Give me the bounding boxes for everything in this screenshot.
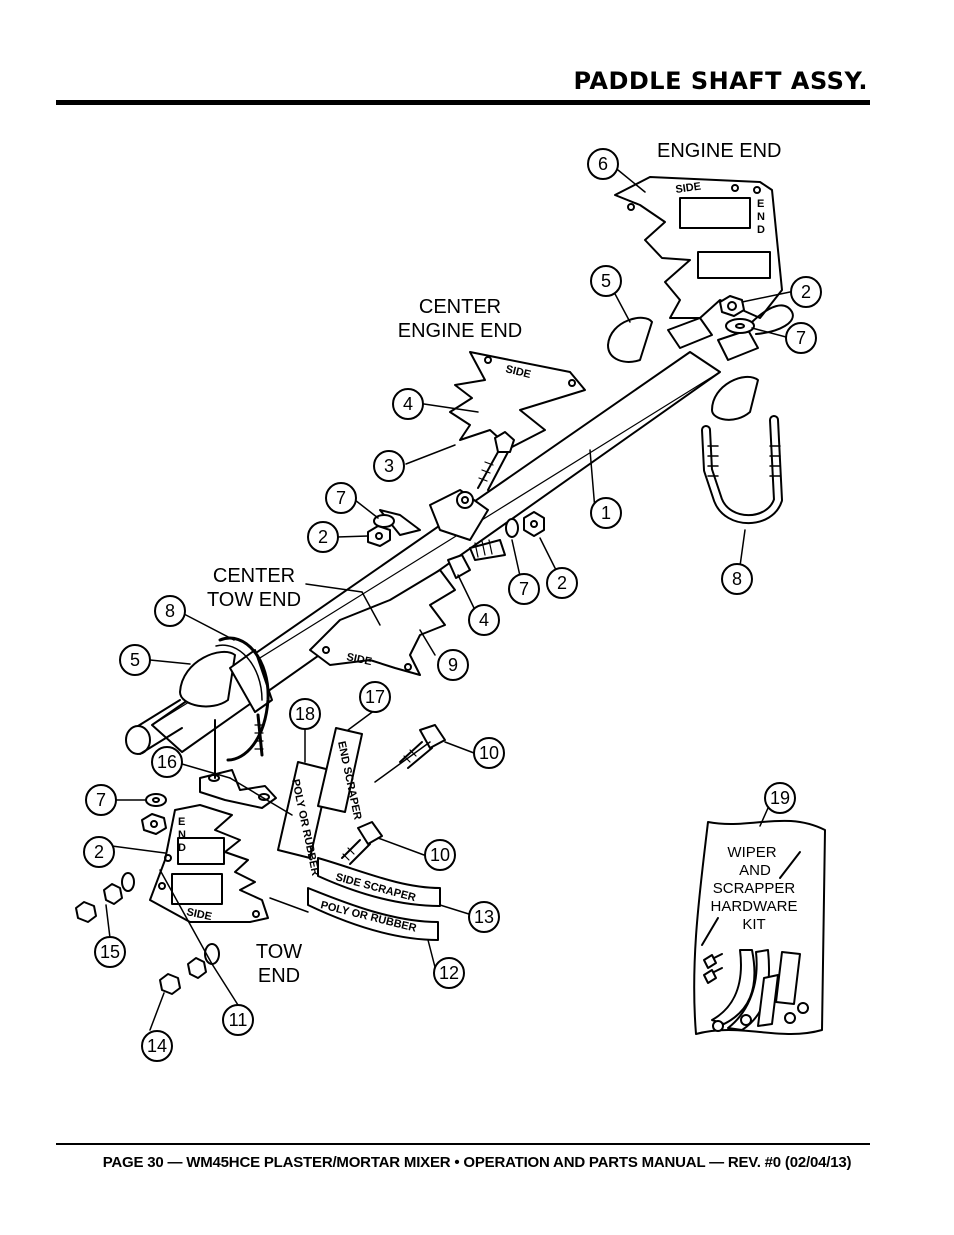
label-center-tow-end-1: CENTER <box>213 565 295 587</box>
callout-2: 2 <box>801 282 811 302</box>
center-tow-end-paddle: SIDE <box>309 569 456 676</box>
label-tow-end-1: TOW <box>256 941 302 963</box>
stamp-side: SIDE <box>675 181 702 196</box>
callout-2: 2 <box>318 527 328 547</box>
callout-9: 9 <box>448 655 458 675</box>
callout-7: 7 <box>96 790 106 810</box>
callout-14: 14 <box>147 1036 167 1056</box>
callout-13: 13 <box>474 907 494 927</box>
callout-1: 1 <box>601 503 611 523</box>
stamp-end-n: N <box>178 829 186 841</box>
stamp-end-d: D <box>178 842 186 854</box>
label-engine-end: ENGINE END <box>657 140 781 162</box>
callout-3: 3 <box>384 456 394 476</box>
tow-end-washer <box>145 793 167 807</box>
callout-11: 11 <box>229 1010 248 1030</box>
callout-8: 8 <box>732 569 742 589</box>
scraper-bolt-upper <box>399 724 446 769</box>
callout-7: 7 <box>519 579 529 599</box>
label-center-engine-end-1: CENTER <box>419 296 501 318</box>
stamp-end-n: N <box>757 211 765 223</box>
tow-end-nut <box>141 813 167 835</box>
kit-line-3: SCRAPPER <box>713 880 796 897</box>
header-rule <box>56 100 870 105</box>
engine-end-hub <box>607 316 759 421</box>
engine-end-paddle: SIDE E N D <box>614 176 783 361</box>
lock-nut-14 <box>159 943 220 995</box>
tow-end-clamp-plate <box>199 719 277 809</box>
callout-2: 2 <box>557 573 567 593</box>
tow-end-paddle: E N D SIDE <box>149 804 269 923</box>
callout-10: 10 <box>479 743 499 763</box>
callout-5: 5 <box>130 650 140 670</box>
callout-10: 10 <box>430 845 450 865</box>
center-left-washer-nut <box>367 509 421 547</box>
center-washer-nut <box>505 511 545 538</box>
callouts: 6 2 7 5 1 8 4 3 7 2 4 7 2 9 8 5 18 17 10… <box>83 148 822 1062</box>
callout-8: 8 <box>165 601 175 621</box>
stamp-end-d: D <box>757 224 765 236</box>
callout-18: 18 <box>295 704 315 724</box>
end-scraper: END SCRAPER <box>317 727 363 821</box>
label-center-engine-end-2: ENGINE END <box>398 320 522 342</box>
callout-4: 4 <box>403 394 413 414</box>
callout-15: 15 <box>100 942 120 962</box>
callout-7: 7 <box>796 328 806 348</box>
stamp-end-e: E <box>178 816 185 828</box>
footer-rule <box>56 1143 870 1145</box>
page-footer: PAGE 30 — WM45HCE PLASTER/MORTAR MIXER •… <box>102 1154 852 1171</box>
callout-7: 7 <box>336 488 346 508</box>
callout-16: 16 <box>157 752 177 772</box>
stamp-side: SIDE <box>345 651 373 668</box>
kit-line-5: KIT <box>742 916 765 933</box>
engine-end-nut <box>719 295 745 317</box>
callout-6: 6 <box>598 154 608 174</box>
kit-line-4: HARDWARE <box>711 898 798 915</box>
lock-nut-15 <box>75 872 135 923</box>
center-bolt-lower <box>447 539 506 579</box>
callout-5: 5 <box>601 271 611 291</box>
callout-2: 2 <box>94 842 104 862</box>
callout-17: 17 <box>365 687 385 707</box>
stamp-side: SIDE <box>185 906 213 923</box>
leader-lines <box>105 169 791 1031</box>
hardware-kit: WIPER AND SCRAPPER HARDWARE KIT <box>693 819 826 1035</box>
scraper-bolt-lower <box>341 821 383 865</box>
callout-4: 4 <box>479 610 489 630</box>
callout-12: 12 <box>439 963 459 983</box>
center-bolt-top <box>477 431 515 491</box>
engine-end-washer <box>725 304 794 335</box>
callout-19: 19 <box>770 788 790 808</box>
center-engine-end-paddle: SIDE <box>429 351 586 541</box>
label-center-tow-end-2: TOW END <box>207 589 301 611</box>
kit-line-1: WIPER <box>727 844 776 861</box>
page-title: PADDLE SHAFT ASSY. <box>573 67 868 95</box>
tow-end-u-bolt <box>215 636 270 762</box>
label-tow-end-2: END <box>258 965 300 987</box>
stamp-end-e: E <box>757 198 764 210</box>
engine-end-u-bolt <box>701 415 783 525</box>
kit-line-2: AND <box>739 862 771 879</box>
